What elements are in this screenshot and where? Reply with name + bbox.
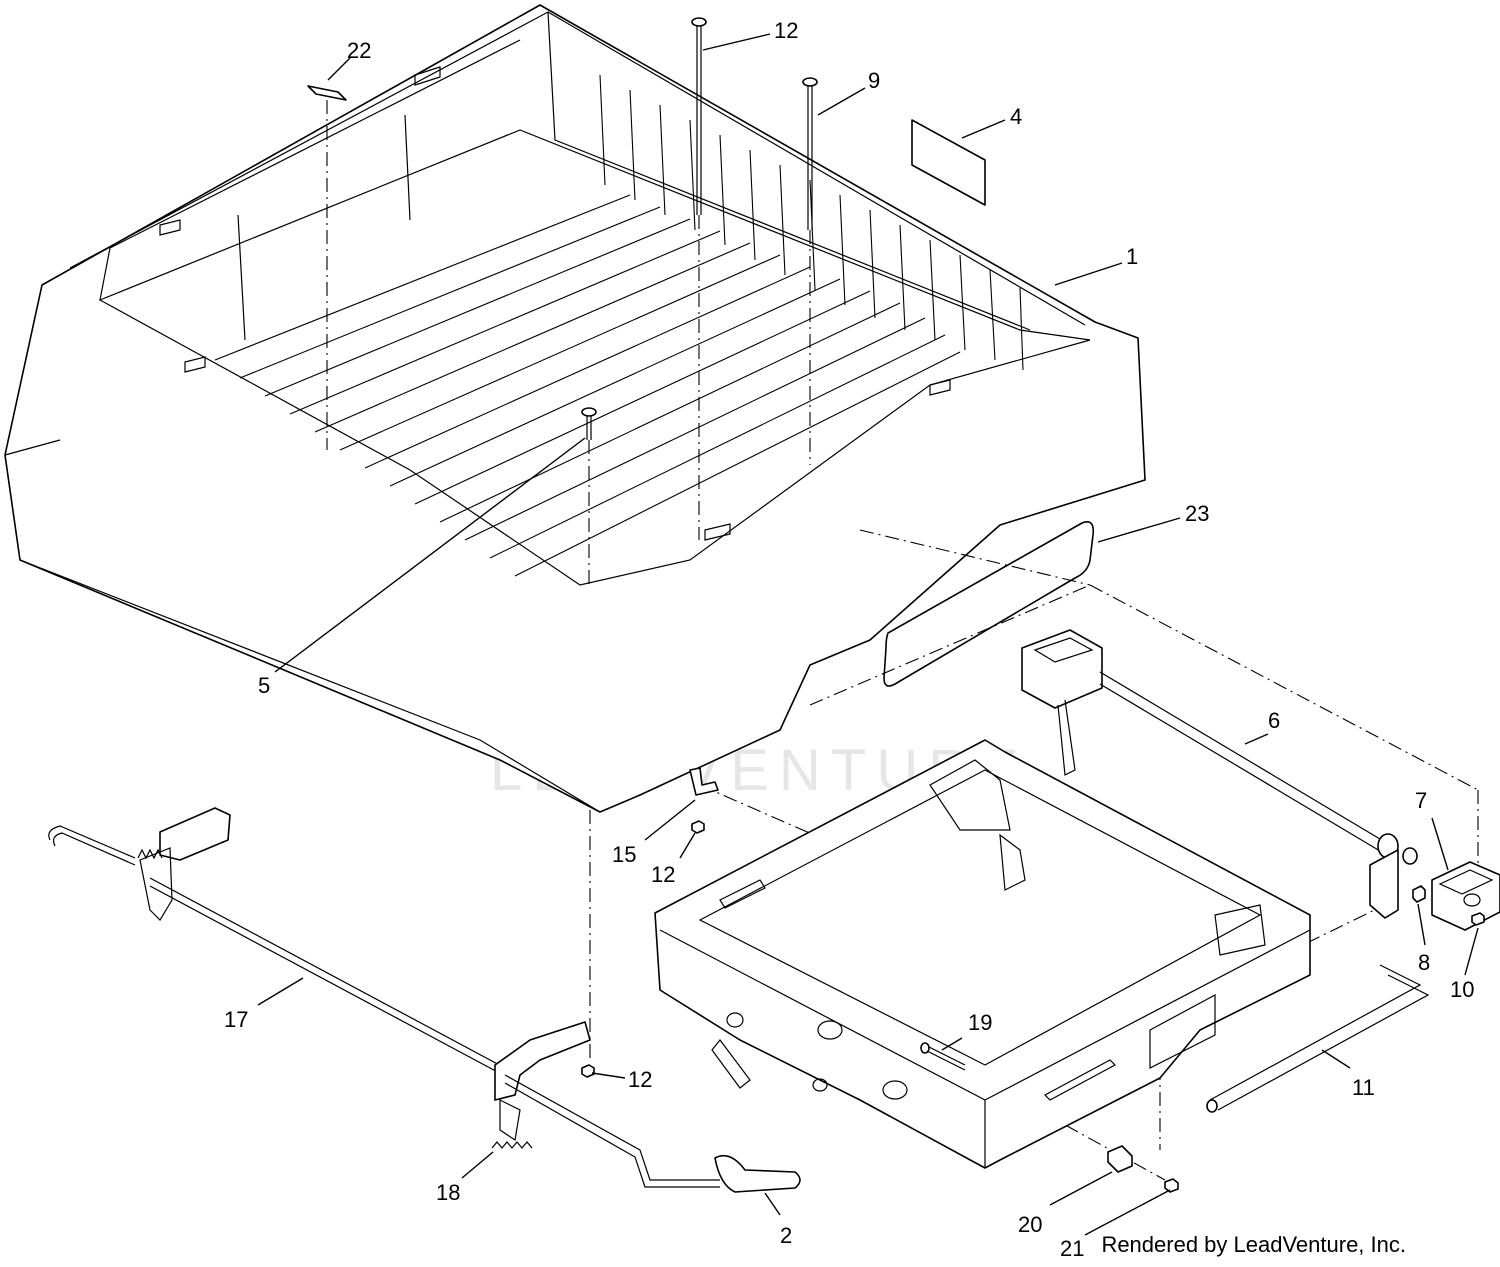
- callout-17: 17: [224, 1007, 248, 1032]
- floor-slats: [214, 194, 961, 577]
- callout-11: 11: [1352, 1075, 1375, 1100]
- callout-7: 7: [1415, 788, 1427, 813]
- back-wall-ribs: [599, 74, 1024, 371]
- pin-5: [581, 407, 597, 585]
- callout-12-upper: 12: [651, 862, 675, 887]
- nut-21: [1164, 1178, 1179, 1193]
- linkage-rod-17: [48, 807, 801, 1193]
- decal-4: [911, 119, 986, 206]
- bolt-8: [1412, 885, 1426, 903]
- pin-9: [802, 77, 818, 465]
- nut-12-upper: [691, 820, 705, 834]
- callout-23: 23: [1185, 501, 1209, 526]
- fitting-20: [1107, 1145, 1133, 1173]
- hopper-bin: [4, 4, 1146, 813]
- callout-8: 8: [1418, 950, 1430, 975]
- callout-19: 19: [968, 1010, 992, 1035]
- callout-1: 1: [1126, 244, 1138, 269]
- callout-12-lower: 12: [628, 1067, 652, 1092]
- callout-2: 2: [780, 1223, 792, 1248]
- bracket-16: [689, 767, 719, 796]
- callout-labels: 12 9 4 1 22 23 5 6 7 8 10 11 15 12 12 17…: [224, 18, 1474, 1261]
- pedal-2: [714, 1154, 801, 1193]
- callout-22: 22: [347, 38, 371, 63]
- callout-15: 12: [774, 18, 798, 43]
- pin-19: [920, 1042, 966, 1071]
- decal-23: [883, 521, 1095, 687]
- callout-10: 10: [1450, 977, 1474, 1002]
- rod-11: [1206, 964, 1430, 1113]
- leader-lines: [257, 33, 1479, 1236]
- nut-10: [1471, 912, 1485, 926]
- callout-5: 5: [258, 673, 270, 698]
- spring-18: [491, 1141, 533, 1149]
- nut-12-lower: [581, 1064, 595, 1078]
- frame-chassis: [654, 739, 1311, 1169]
- callout-4: 4: [1010, 104, 1022, 129]
- decal-22: [307, 85, 347, 101]
- shaft-assembly: [1021, 629, 1500, 931]
- credit-text: Rendered by LeadVenture, Inc.: [1101, 1232, 1406, 1257]
- callout-18: 18: [436, 1180, 460, 1205]
- callout-20: 20: [1018, 1212, 1042, 1237]
- callout-6: 6: [1268, 708, 1280, 733]
- pin-15: [691, 17, 707, 540]
- callout-16: 15: [612, 842, 636, 867]
- callout-21: 21: [1060, 1236, 1084, 1261]
- callout-9: 9: [868, 68, 880, 93]
